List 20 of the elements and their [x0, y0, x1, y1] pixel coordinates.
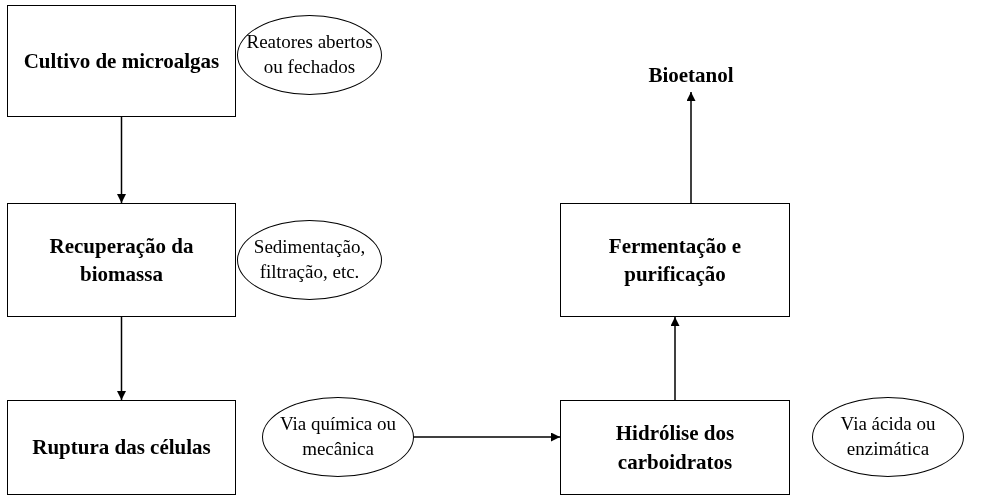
arrow: [117, 316, 126, 401]
arrow: [413, 432, 561, 442]
node-text: Cultivo de microalgas: [23, 47, 220, 75]
node-text: Bioetanol: [648, 62, 734, 88]
node-text: Ruptura das células: [32, 434, 211, 462]
node-text: Fermentação e purificação: [607, 232, 743, 288]
arrow: [686, 91, 696, 204]
node-text: Reatores abertos ou fechados: [245, 30, 374, 79]
arrow: [670, 316, 680, 401]
node-text: Via química ou mecânica: [279, 412, 397, 461]
process-box: [7, 203, 236, 317]
process-box: [560, 203, 790, 317]
process-box: [7, 5, 236, 117]
node-text: Sedimentação, filtração, etc.: [252, 235, 367, 284]
node-text: Via ácida ou enzimática: [839, 412, 937, 461]
process-box: [560, 400, 790, 495]
arrow: [117, 116, 126, 204]
process-box: [7, 400, 236, 495]
node-text: Hidrólise dos carboidratos: [614, 420, 736, 476]
node-text: Recuperação da biomassa: [48, 232, 195, 288]
